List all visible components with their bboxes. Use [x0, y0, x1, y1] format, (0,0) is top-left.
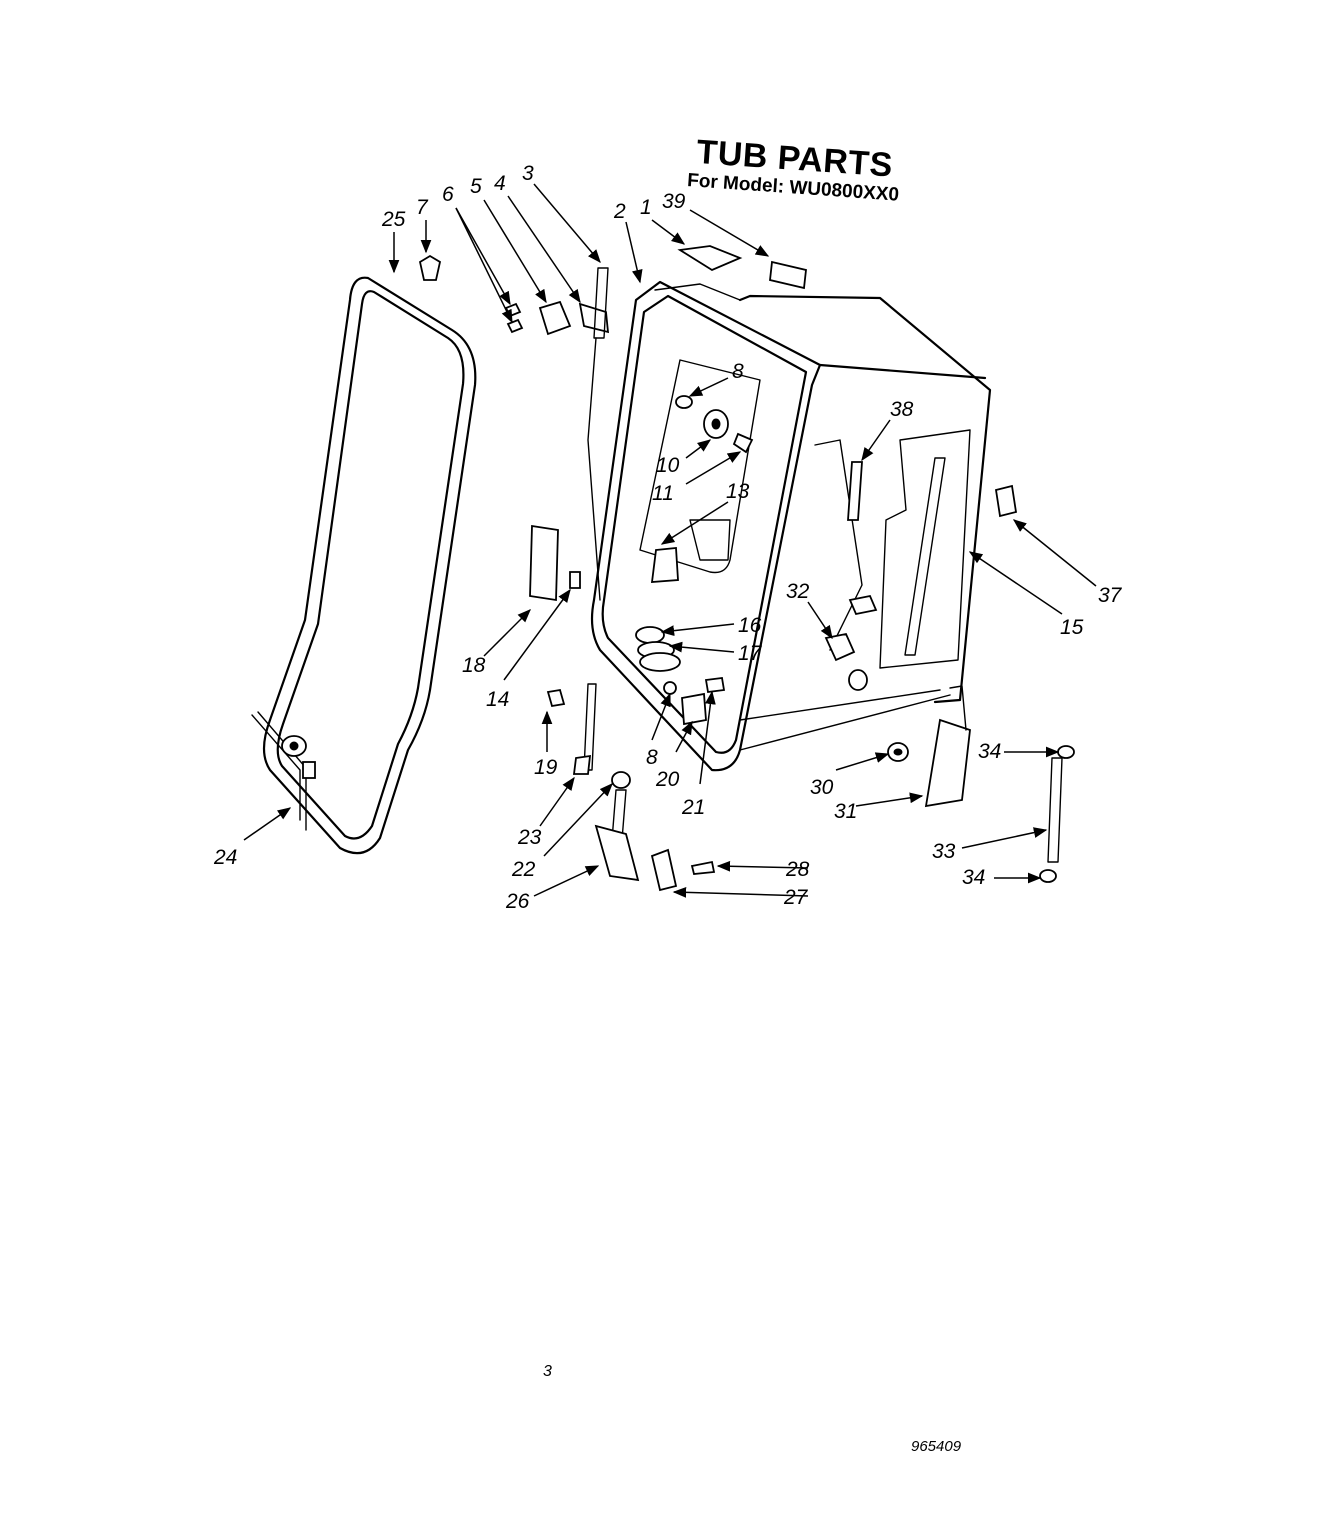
- part-label-4: 4: [494, 172, 506, 195]
- part-label-37: 37: [1098, 584, 1123, 607]
- part-label-33: 33: [932, 840, 956, 863]
- part-label-31: 31: [834, 800, 857, 823]
- part-label-26: 26: [505, 890, 530, 913]
- part-label-32: 32: [786, 580, 810, 603]
- left-side-parts: [529, 524, 631, 841]
- page-number: 3: [543, 1363, 552, 1380]
- part-label-13: 13: [726, 480, 750, 503]
- door-gasket: [262, 276, 477, 855]
- part-label-19: 19: [534, 756, 558, 779]
- right-side-parts: [824, 461, 1075, 883]
- part-label-17: 17: [738, 642, 763, 665]
- part-label-8a: 8: [732, 360, 744, 383]
- door-hinge-arm: [251, 711, 316, 831]
- part-label-18: 18: [462, 654, 486, 677]
- part-label-8b: 8: [646, 746, 658, 769]
- part-label-24: 24: [213, 846, 237, 869]
- part-labels: 1 2 3 4 5 6 7 8 8 10 11 13 14 15 16 17 1…: [213, 162, 1123, 913]
- part-label-39: 39: [662, 190, 686, 213]
- part-label-7: 7: [416, 196, 429, 219]
- door-internal-parts: [635, 395, 754, 672]
- part-label-34a: 34: [978, 740, 1001, 763]
- part-label-11: 11: [652, 482, 674, 505]
- part-label-25: 25: [381, 208, 406, 231]
- top-brackets: [677, 245, 807, 290]
- part-label-21: 21: [681, 796, 705, 819]
- tub-body: [590, 280, 992, 772]
- part-label-34b: 34: [962, 866, 985, 889]
- part-label-30: 30: [810, 776, 834, 799]
- part-label-2: 2: [613, 200, 626, 223]
- part-label-28: 28: [785, 858, 810, 881]
- part-label-23: 23: [517, 826, 542, 849]
- part-label-5: 5: [470, 175, 482, 198]
- part-label-3: 3: [522, 162, 534, 185]
- part-label-1: 1: [640, 196, 652, 219]
- part-label-27: 27: [783, 886, 809, 909]
- lower-hinge-parts: [594, 676, 726, 892]
- document-code: 965409: [911, 1438, 962, 1455]
- part-label-10: 10: [656, 454, 680, 477]
- part-label-38: 38: [890, 398, 914, 421]
- part-label-20: 20: [655, 768, 680, 791]
- upper-hardware: [504, 267, 610, 601]
- part-label-15: 15: [1060, 616, 1084, 639]
- part-label-16: 16: [738, 614, 762, 637]
- part-label-6: 6: [442, 183, 454, 206]
- part-label-14: 14: [486, 688, 509, 711]
- clip-part: [418, 254, 442, 281]
- leader-arrows: [243, 183, 1097, 898]
- part-label-22: 22: [511, 858, 536, 881]
